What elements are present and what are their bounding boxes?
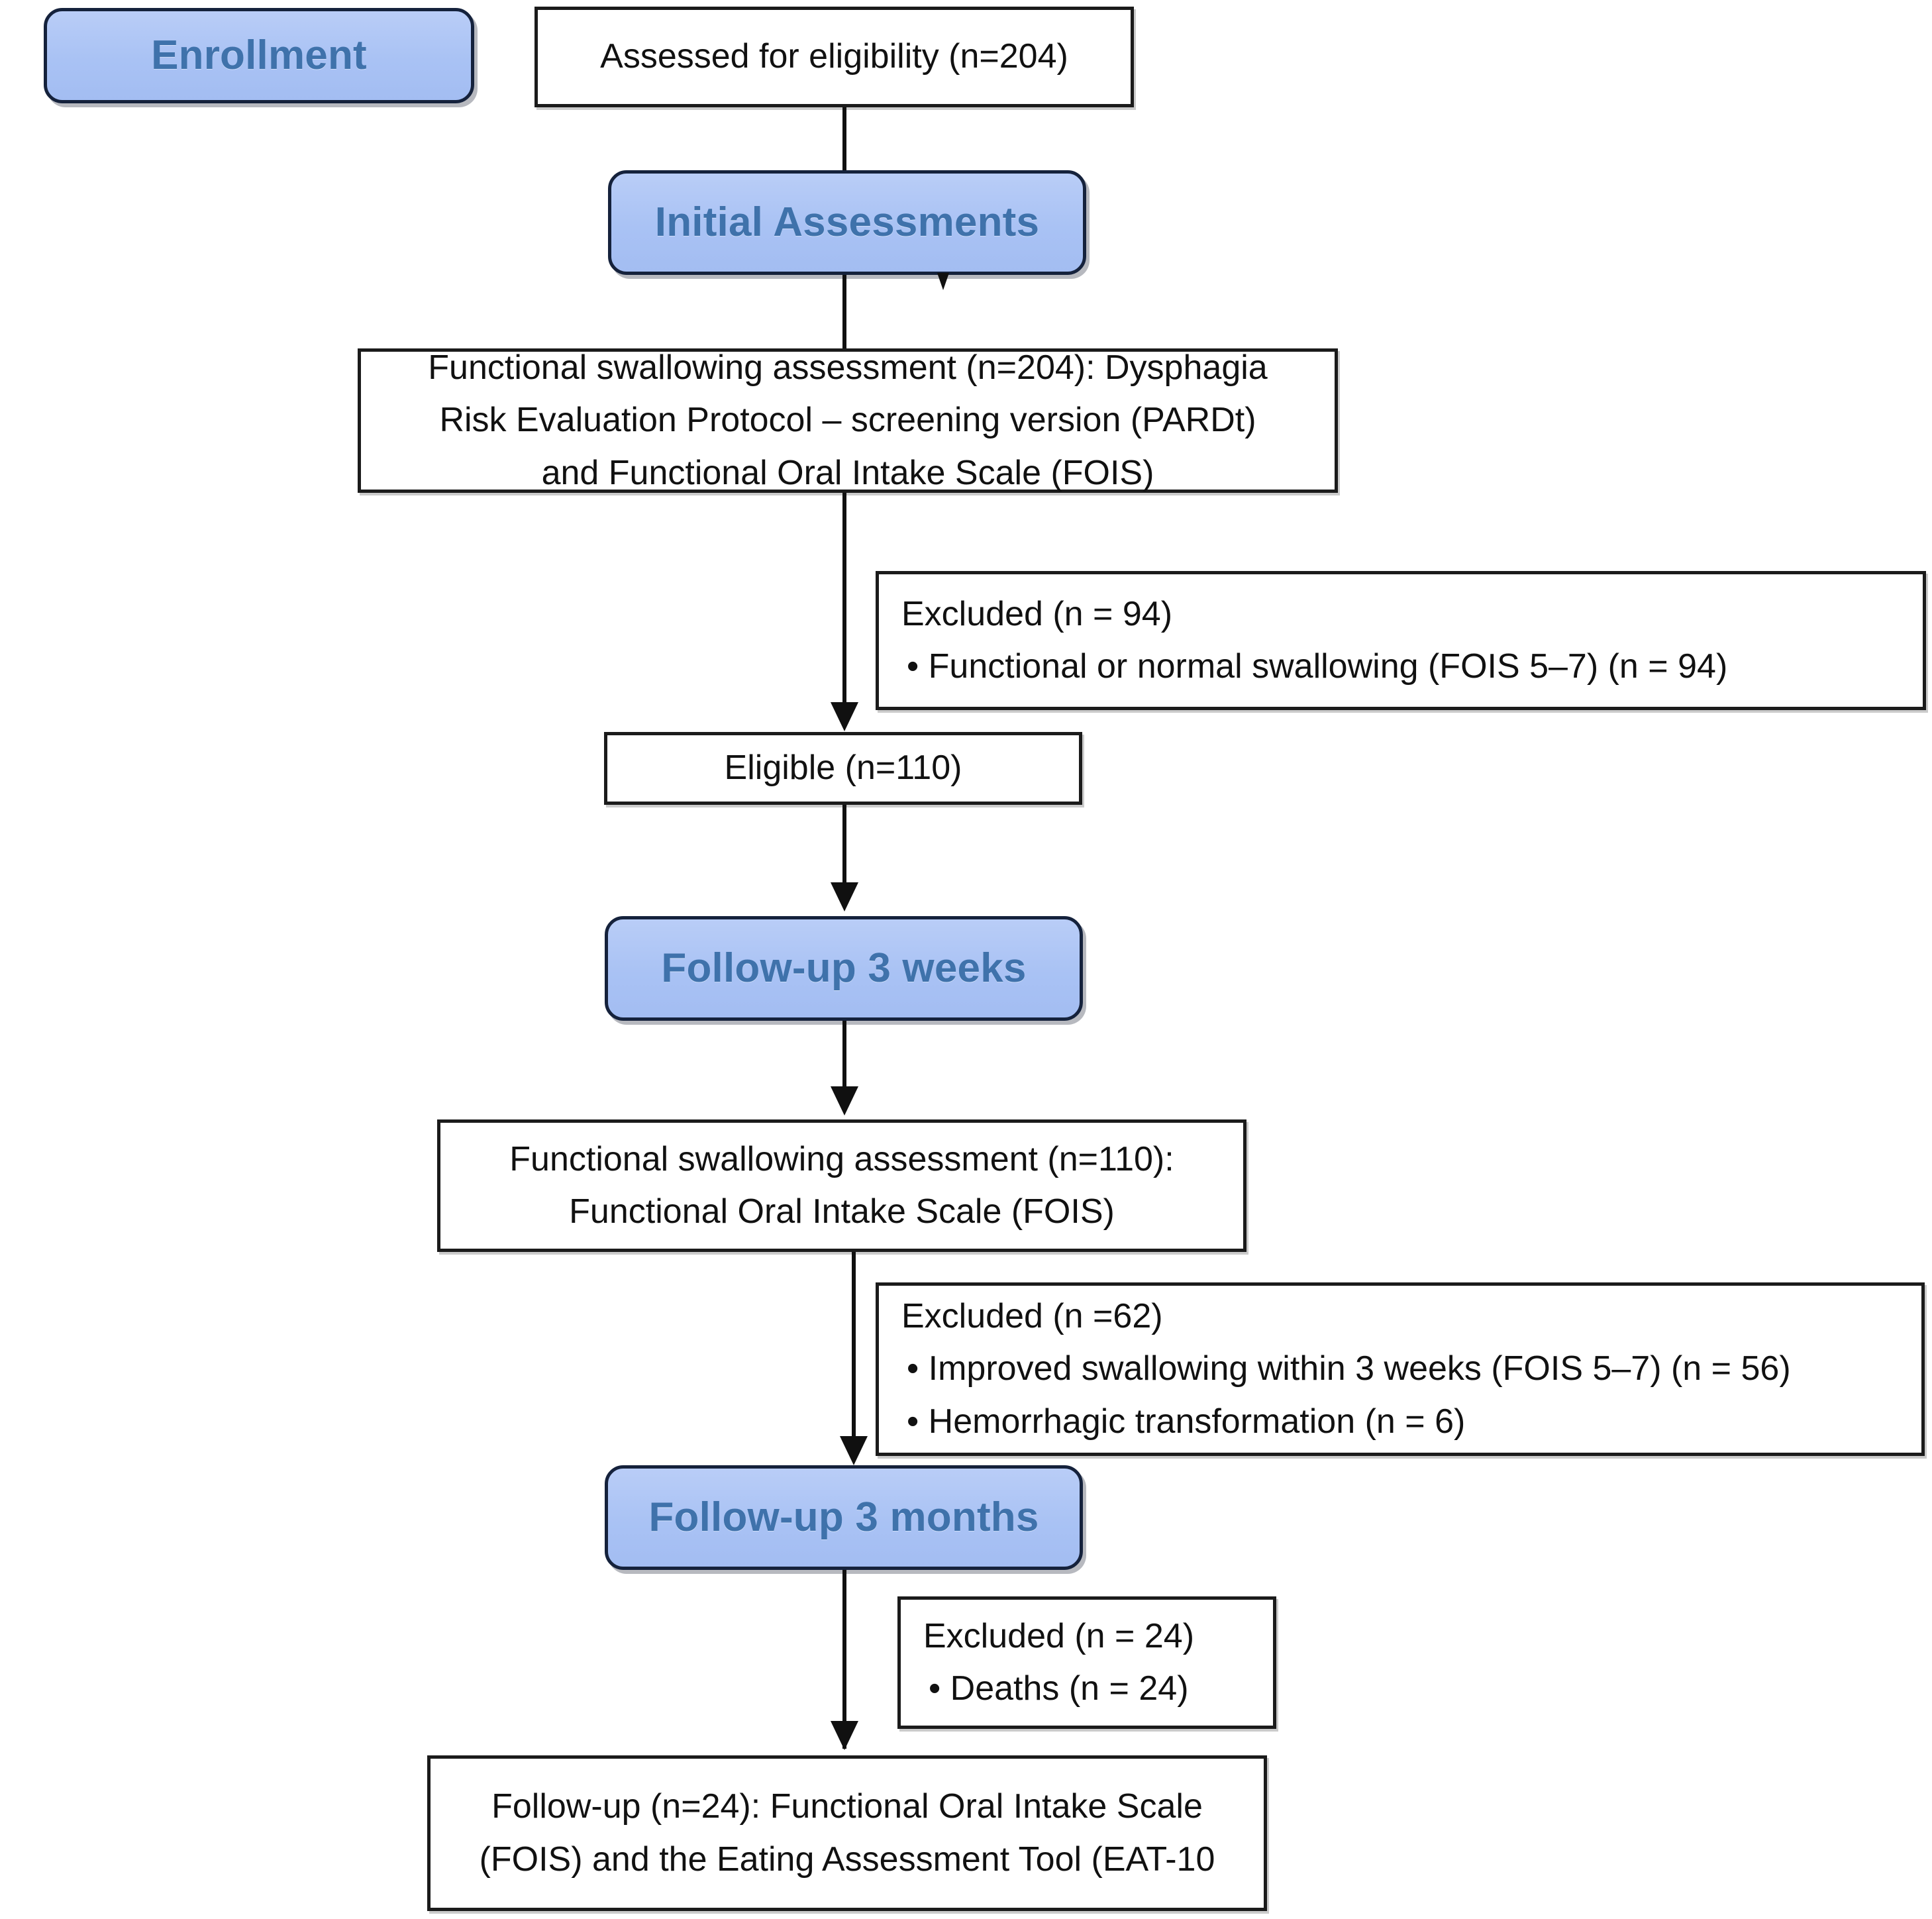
connector-eligible-to-followup3w [842,805,846,891]
stage-initial-assessments-label: Initial Assessments [654,199,1040,246]
arrowhead-to-followup3w [831,882,858,911]
node-excluded-94-text: Excluded (n = 94) • Functional or normal… [901,594,1728,686]
node-excluded-24: Excluded (n = 24) • Deaths (n = 24) [897,1596,1276,1729]
node-excluded-94: Excluded (n = 94) • Functional or normal… [876,571,1926,710]
node-excluded-62-text: Excluded (n =62) • Improved swallowing w… [901,1297,1791,1441]
node-followup3w-assessment: Functional swallowing assessment (n=110)… [437,1119,1246,1252]
stage-follow-up-3-months-label: Follow-up 3 months [648,1494,1039,1541]
stage-initial-assessments: Initial Assessments [608,170,1086,275]
node-excluded-24-text: Excluded (n = 24) • Deaths (n = 24) [923,1616,1195,1708]
node-final-followup: Follow-up (n=24): Functional Oral Intake… [427,1755,1267,1911]
stage-enrollment: Enrollment [44,8,474,103]
node-excluded-62: Excluded (n =62) • Improved swallowing w… [876,1282,1925,1456]
connector-followup3m-to-final [842,1570,846,1749]
node-assessed-for-eligibility: Assessed for eligibility (n=204) [534,7,1134,107]
stage-follow-up-3-weeks: Follow-up 3 weeks [605,916,1083,1021]
arrowhead-to-followup3m [840,1436,868,1465]
node-final-followup-text: Follow-up (n=24): Functional Oral Intake… [479,1787,1215,1879]
node-initial-assessment-detail-text: Functional swallowing assessment (n=204)… [428,348,1268,492]
stage-follow-up-3-months: Follow-up 3 months [605,1465,1083,1570]
connector-assessed-to-initial [842,107,846,170]
connector-assessment-to-followup3m [852,1252,856,1454]
connector-initial-to-assessment-detail [842,275,846,350]
connector-followup3w-to-assessment [842,1021,846,1100]
connector-assessment-to-eligible [842,493,846,711]
node-eligible: Eligible (n=110) [604,732,1082,805]
stage-enrollment-label: Enrollment [151,32,367,79]
stage-follow-up-3-weeks-label: Follow-up 3 weeks [661,945,1027,992]
arrowhead-to-eligible [831,702,858,731]
connector-nub-initial-assessments [937,273,949,290]
node-followup3w-assessment-text: Functional swallowing assessment (n=110)… [509,1139,1174,1231]
arrowhead-to-followup3w-assessment [831,1086,858,1115]
node-assessed-for-eligibility-text: Assessed for eligibility (n=204) [600,37,1068,76]
node-eligible-text: Eligible (n=110) [724,749,962,788]
arrowhead-to-final-followup [831,1721,858,1750]
node-initial-assessment-detail: Functional swallowing assessment (n=204)… [358,348,1338,493]
